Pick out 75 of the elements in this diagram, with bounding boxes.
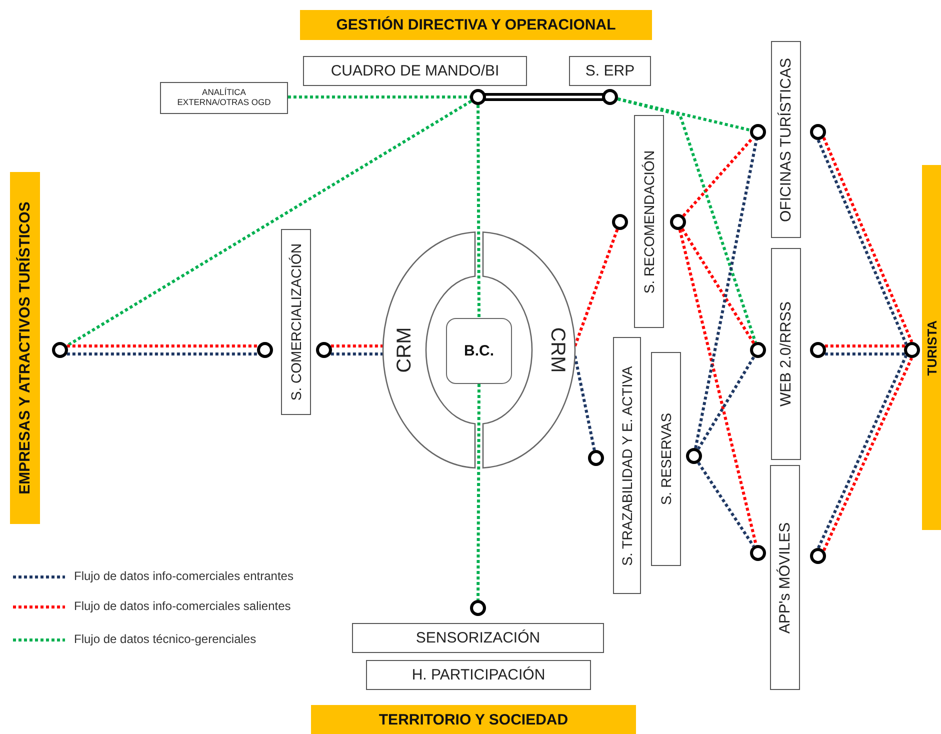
legend-label: Flujo de datos info-comerciales salientes [74, 599, 291, 613]
dotted-connector [66, 100, 472, 348]
band-title: GESTIÓN DIRECTIVA Y OPERACIONAL [336, 16, 616, 34]
connector-circle [904, 342, 920, 358]
box-label: H. PARTICIPACIÓN [412, 666, 546, 684]
connector-circle [52, 342, 68, 358]
connector-circle [750, 124, 766, 140]
dotted-connector [574, 229, 619, 346]
system-box [613, 337, 641, 594]
dotted-connector [66, 344, 258, 348]
dotted-connector [678, 229, 758, 546]
dotted-connector [696, 356, 756, 450]
box-label: S. COMERCIALIZACIÓN [288, 243, 304, 401]
box-label: SENSORIZACIÓN [416, 630, 540, 646]
dotted-connector [680, 228, 756, 344]
dotted-connector [824, 352, 906, 356]
section-band [300, 10, 652, 40]
box-label: S. RECOMENDACIÓN [641, 150, 657, 294]
dotted-connector [694, 140, 758, 448]
system-box [634, 115, 664, 328]
connector-circle [750, 545, 766, 561]
system-box [651, 352, 681, 566]
system-box [366, 660, 591, 690]
system-box [770, 465, 800, 690]
box-label: B.C. [464, 342, 494, 360]
system-box [771, 248, 801, 460]
band-title: TERRITORIO Y SOCIEDAD [378, 711, 568, 728]
connector-circle [257, 342, 273, 358]
system-box [160, 82, 288, 114]
core-box [446, 318, 512, 384]
section-band [311, 705, 636, 734]
dotted-connector [617, 98, 757, 343]
connector-circle [810, 342, 826, 358]
band-title: EMPRESAS Y ATRACTIVOS TURÍSTICOS [16, 202, 34, 494]
system-box [771, 41, 801, 238]
box-label: APP's MÓVILES [776, 522, 794, 634]
dotted-connector [617, 97, 751, 132]
box-label: ANALÍTICA EXTERNA/OTRAS OGD [176, 88, 272, 108]
connector-circle [612, 214, 628, 230]
connector-circle [750, 342, 766, 358]
connector-circle [670, 214, 686, 230]
system-box [352, 623, 604, 653]
system-box [303, 56, 527, 86]
section-band [10, 172, 40, 524]
legend-label: Flujo de datos info-comerciales entrantes [74, 569, 294, 583]
box-label: S. ERP [585, 62, 635, 80]
box-label: WEB 2.0/RRSS [778, 301, 794, 407]
box-label: OFICINAS TURÍSTICAS [778, 58, 794, 222]
dotted-connector [330, 344, 383, 348]
connector-bar [468, 87, 620, 107]
section-band [922, 165, 941, 530]
dotted-connector [682, 136, 754, 218]
connector-circle [588, 450, 604, 466]
box-label: S. TRAZABILIDAD Y E. ACTIVA [619, 366, 635, 566]
connector-circle [316, 342, 332, 358]
dotted-connector [824, 344, 906, 348]
dotted-connector [66, 352, 258, 356]
box-label: S. RESERVAS [658, 412, 674, 506]
band-title: TURISTA [924, 320, 939, 376]
dotted-connector [476, 384, 480, 600]
box-label: CRM [394, 327, 416, 373]
system-box [569, 56, 651, 86]
connector-circle [810, 124, 826, 140]
connector-circle [470, 600, 486, 616]
dotted-connector [330, 352, 383, 356]
dotted-connector [697, 462, 755, 548]
dotted-connector [574, 356, 596, 450]
dotted-connector [476, 105, 480, 318]
connector-circle [810, 548, 826, 564]
dotted-connector [288, 96, 470, 99]
legend-label: Flujo de datos técnico-gerenciales [74, 632, 256, 646]
box-label: CRM [546, 327, 568, 373]
box-label: CUADRO DE MANDO/BI [330, 62, 500, 80]
connector-circle [686, 448, 702, 464]
system-box [281, 229, 311, 415]
